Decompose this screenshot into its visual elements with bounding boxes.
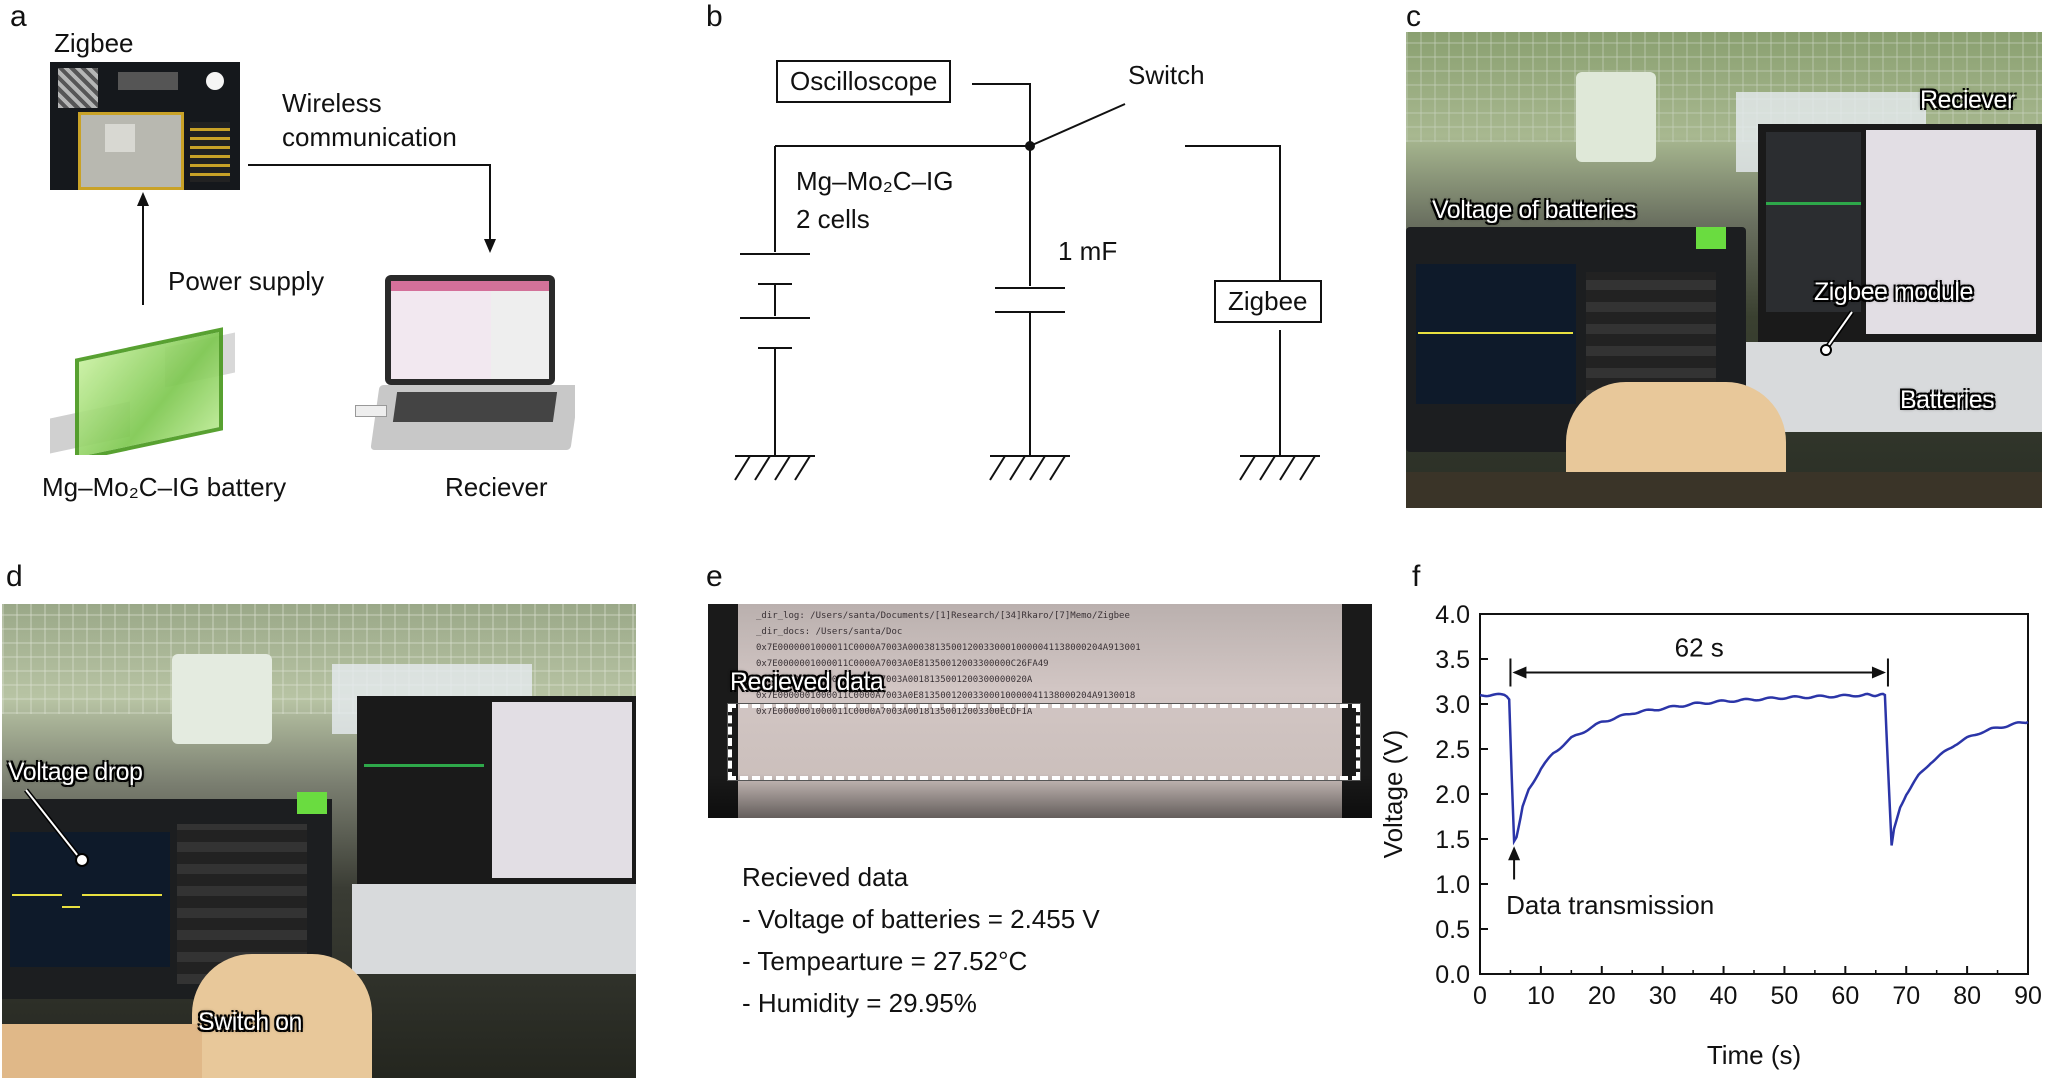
cell-label-line2: 2 cells <box>796 204 870 234</box>
zigbee-module-annotation: Zigbee module <box>1814 278 1973 306</box>
voltage-drop-pointer-icon <box>24 788 89 867</box>
y-tick-label: 2.0 <box>1435 781 1470 809</box>
interval-arrowhead-right <box>1871 666 1886 679</box>
screen-line: 0x7E0000001000011C0000A7003A0E8135001200… <box>756 691 1136 701</box>
voltage-series-line <box>1479 692 2029 846</box>
batteries-annotation: Batteries <box>1900 386 1995 414</box>
screen-line: 0x7E0000001000011C0000A7003A000381350012… <box>756 643 1141 653</box>
x-tick-label: 30 <box>1649 982 1677 1010</box>
plot-frame <box>1479 613 2029 975</box>
y-tick-label: 1.5 <box>1435 826 1470 854</box>
voltage-drop-annotation: Voltage drop <box>8 758 143 786</box>
power-supply-label: Power supply <box>168 266 325 296</box>
setup-photo-c <box>1406 32 2042 508</box>
switch-on-annotation: Switch on <box>198 1008 302 1036</box>
x-tick-label: 80 <box>1953 982 1981 1010</box>
capacitor-label: 1 mF <box>1058 236 1118 266</box>
panel-letter-d: d <box>6 560 23 593</box>
received-data-annotation: Recieved data <box>730 668 884 696</box>
received-temperature: - Tempearture = 27.52°C <box>742 946 1028 976</box>
y-tick-label: 2.5 <box>1435 736 1470 764</box>
battery-label: Mg–Mo₂C–IG battery <box>42 472 287 502</box>
x-tick-label: 20 <box>1588 982 1616 1010</box>
transmission-arrowhead <box>1508 846 1521 861</box>
x-tick-label: 0 <box>1473 982 1487 1010</box>
y-tick-label: 0.5 <box>1435 916 1470 944</box>
panel-letter-e: e <box>706 560 723 593</box>
panel-letter-b: b <box>706 0 723 33</box>
voltage-of-batteries-annotation: Voltage of batteries <box>1432 196 1637 224</box>
y-tick-label: 0.0 <box>1435 961 1470 989</box>
x-tick-label: 40 <box>1710 982 1738 1010</box>
cell-label-line1: Mg–Mo₂C–IG <box>796 166 954 196</box>
zigbee-pointer-icon <box>1820 310 1855 356</box>
zigbee-label: Zigbee <box>54 28 134 58</box>
screen-line: 0x7E0000001000011C0000A7003A0E8135001200… <box>756 659 1049 669</box>
interval-label: 62 s <box>1675 633 1724 663</box>
wireless-arrow-icon <box>248 164 496 253</box>
zigbee-board-photo <box>50 62 240 190</box>
receiver-laptop-photo <box>355 270 575 455</box>
x-tick-label: 70 <box>1892 982 1920 1010</box>
switch-label: Switch <box>1128 60 1205 90</box>
received-data-summary: Recieved data - Voltage of batteries = 2… <box>742 856 1100 1024</box>
y-tick-label: 1.0 <box>1435 871 1470 899</box>
zigbee-box: Zigbee <box>1214 280 1322 323</box>
panel-letter-f: f <box>1412 560 1421 593</box>
wireless-label-line1: Wireless <box>282 88 382 118</box>
panel-letter-a: a <box>10 0 27 33</box>
x-tick-label: 10 <box>1527 982 1555 1010</box>
wireless-label-line2: communication <box>282 122 457 152</box>
screen-line: 0x7E0000001000011C0000A7003A001813500120… <box>756 707 1033 717</box>
screen-line: 0x7E0000001000011C0000A7003A001813500120… <box>756 675 1033 685</box>
x-tick-label: 50 <box>1771 982 1799 1010</box>
screen-line: _dir_docs: /Users/santa/Doc <box>756 627 903 637</box>
oscilloscope-box: Oscilloscope <box>776 60 952 103</box>
received-humidity: - Humidity = 29.95% <box>742 988 977 1018</box>
received-data-heading: Recieved data <box>742 862 909 892</box>
interval-arrowhead-left <box>1512 666 1527 679</box>
voltage-time-chart: 0 10 20 30 40 50 60 70 80 90 0.0 0.5 1.0 1.5 2.0 2.5 3.0… <box>1380 601 2042 1070</box>
power-supply-arrow-icon <box>137 192 149 305</box>
y-tick-label: 3.5 <box>1435 646 1470 674</box>
panel-letter-c: c <box>1406 0 1421 33</box>
received-data-highlight-box <box>728 704 1360 780</box>
received-data-screen-photo: _dir_log: /Users/santa/Documents/[1]Rese… <box>708 604 1372 818</box>
transmission-label: Data transmission <box>1506 890 1714 920</box>
screen-line: _dir_log: /Users/santa/Documents/[1]Rese… <box>756 611 1130 621</box>
circuit-diagram <box>734 83 1320 481</box>
setup-photo-d <box>2 604 636 1078</box>
battery-photo <box>50 325 240 455</box>
y-tick-label: 4.0 <box>1435 601 1470 629</box>
receiver-label: Reciever <box>445 472 548 502</box>
x-tick-label: 60 <box>1831 982 1859 1010</box>
receiver-annotation: Reciever <box>1920 86 2015 114</box>
x-axis-label: Time (s) <box>1707 1040 1801 1070</box>
received-voltage: - Voltage of batteries = 2.455 V <box>742 904 1100 934</box>
y-axis-label: Voltage (V) <box>1380 730 1408 859</box>
x-tick-label: 90 <box>2014 982 2042 1010</box>
y-tick-label: 3.0 <box>1435 691 1470 719</box>
